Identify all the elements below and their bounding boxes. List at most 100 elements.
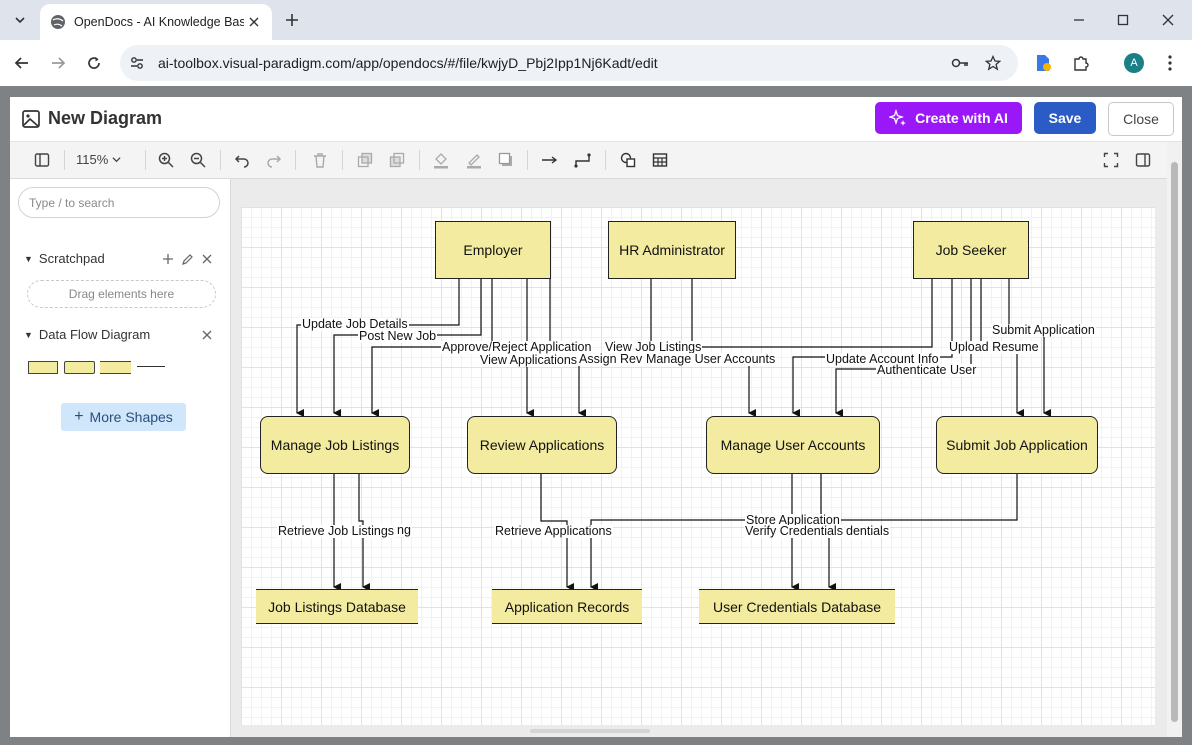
close-button[interactable]: Close [1108, 102, 1174, 136]
collapse-triangle-icon: ▼ [24, 330, 33, 340]
browser-menu-kebab-icon[interactable] [1159, 52, 1181, 74]
insert-table-icon[interactable] [650, 150, 670, 170]
entity-job-seeker[interactable]: Job Seeker [913, 221, 1029, 279]
scratchpad-title: Scratchpad [39, 251, 105, 266]
store-user-credentials-database[interactable]: User Credentials Database [699, 589, 895, 624]
scratchpad-dropzone[interactable]: Drag elements here [27, 280, 216, 308]
insert-shapes-icon[interactable] [618, 150, 638, 170]
sparkle-icon [889, 109, 907, 127]
store-application-records[interactable]: Application Records [492, 589, 642, 624]
tab-search-chevron-icon[interactable] [8, 8, 32, 32]
toggle-sidebar-icon[interactable] [32, 150, 52, 170]
flow-label: Retrieve Applications [494, 525, 613, 538]
maximize-icon[interactable] [1113, 10, 1133, 30]
more-shapes-label: More Shapes [90, 409, 173, 425]
store-job-listings-database[interactable]: Job Listings Database [256, 589, 418, 624]
flow-label: Submit Application [991, 324, 1096, 337]
minimize-icon[interactable] [1069, 10, 1089, 30]
modal-header: New Diagram Create with AI Save Close [10, 97, 1182, 142]
waypoints-icon[interactable] [573, 150, 593, 170]
tab-close-icon[interactable] [244, 12, 264, 32]
chevron-down-icon [112, 155, 121, 164]
process-review-applications[interactable]: Review Applications [467, 416, 617, 474]
bookmark-star-icon[interactable] [983, 53, 1003, 73]
flow-label: dentials [845, 525, 890, 538]
extension-doc-icon[interactable] [1032, 52, 1054, 74]
create-with-ai-label: Create with AI [915, 110, 1008, 126]
site-info-icon[interactable] [128, 54, 146, 72]
back-arrow-icon[interactable] [10, 51, 34, 75]
toolbar-divider [145, 150, 146, 170]
close-x-icon[interactable] [200, 252, 214, 266]
save-button[interactable]: Save [1034, 102, 1096, 134]
palette-title: Data Flow Diagram [39, 327, 150, 342]
palette-datastore-shape[interactable] [100, 361, 131, 374]
toolbar-divider [295, 150, 296, 170]
fill-color-icon[interactable] [431, 150, 451, 170]
palette-entity-shape[interactable] [28, 361, 58, 374]
palette-process-shape[interactable] [64, 361, 95, 374]
line-color-icon[interactable] [464, 150, 484, 170]
palette-header[interactable]: ▼ Data Flow Diagram [24, 327, 150, 342]
entity-employer[interactable]: Employer [435, 221, 551, 279]
reload-icon[interactable] [82, 51, 106, 75]
connection-arrow-icon[interactable] [540, 150, 560, 170]
tab-title: OpenDocs - AI Knowledge Base [74, 15, 244, 29]
fullscreen-icon[interactable] [1101, 150, 1121, 170]
vertical-scrollbar[interactable] [1167, 142, 1182, 737]
process-manage-job-listings[interactable]: Manage Job Listings [260, 416, 410, 474]
zoom-out-icon[interactable] [188, 150, 208, 170]
flow-view-job-listings[interactable] [692, 279, 932, 347]
diagram-page[interactable]: Employer HR Administrator Job Seeker Man… [241, 207, 1155, 725]
palette-dataflow-arrow[interactable] [137, 366, 165, 367]
flow-label: ng [396, 524, 412, 537]
url-text: ai-toolbox.visual-paradigm.com/app/opend… [158, 55, 658, 71]
flow-label: Manage User Accounts [645, 353, 776, 366]
editor-toolbar: 115% [10, 142, 1167, 179]
more-shapes-button[interactable]: + More Shapes [61, 403, 186, 431]
canvas-area[interactable]: Employer HR Administrator Job Seeker Man… [231, 179, 1167, 737]
flow-update-account-info[interactable] [793, 279, 952, 413]
browser-tab[interactable]: OpenDocs - AI Knowledge Base [40, 4, 272, 40]
extensions-puzzle-icon[interactable] [1070, 52, 1092, 74]
flow-label: Post New Job [358, 330, 437, 343]
address-bar[interactable]: ai-toolbox.visual-paradigm.com/app/opend… [120, 45, 1018, 81]
flow-update-job-details[interactable] [297, 279, 459, 413]
process-manage-user-accounts[interactable]: Manage User Accounts [706, 416, 880, 474]
shadow-icon[interactable] [496, 150, 516, 170]
flow-label: Authenticate User [876, 364, 977, 377]
new-tab-plus-icon[interactable] [282, 10, 302, 30]
format-panel-toggle-icon[interactable] [1133, 150, 1153, 170]
shapes-sidebar: ▼ Scratchpad Drag elements here ▼ Data F… [10, 179, 231, 737]
create-with-ai-button[interactable]: Create with AI [875, 102, 1022, 134]
zoom-level-dropdown[interactable]: 115% [76, 152, 121, 167]
process-submit-job-application[interactable]: Submit Job Application [936, 416, 1098, 474]
add-plus-icon[interactable] [161, 252, 175, 266]
zoom-level-value: 115% [76, 152, 108, 167]
scrollbar-thumb[interactable] [1171, 162, 1178, 722]
flow-label: View Applications [479, 354, 578, 367]
entity-hr-administrator[interactable]: HR Administrator [608, 221, 736, 279]
to-back-icon[interactable] [387, 150, 407, 170]
edit-pencil-icon[interactable] [180, 252, 194, 266]
flow-label: Verify Credentials [744, 525, 844, 538]
close-x-icon[interactable] [200, 328, 214, 342]
delete-trash-icon[interactable] [310, 150, 330, 170]
profile-avatar[interactable]: A [1124, 53, 1144, 73]
undo-icon[interactable] [232, 150, 252, 170]
diagram-editor-modal: New Diagram Create with AI Save Close 11… [10, 97, 1182, 737]
redo-icon[interactable] [264, 150, 284, 170]
to-front-icon[interactable] [355, 150, 375, 170]
toolbar-divider [527, 150, 528, 170]
plus-icon: + [74, 408, 83, 426]
flow-label: Upload Resume [948, 341, 1040, 354]
password-key-icon[interactable] [950, 53, 970, 73]
flow-label: Assign Rev [578, 353, 643, 366]
toolbar-divider [342, 150, 343, 170]
window-close-icon[interactable] [1158, 10, 1178, 30]
zoom-in-icon[interactable] [156, 150, 176, 170]
shape-search-input[interactable] [18, 187, 220, 218]
horizontal-scrollbar-thumb[interactable] [530, 729, 650, 733]
forward-arrow-icon[interactable] [46, 51, 70, 75]
scratchpad-header[interactable]: ▼ Scratchpad [24, 251, 105, 266]
